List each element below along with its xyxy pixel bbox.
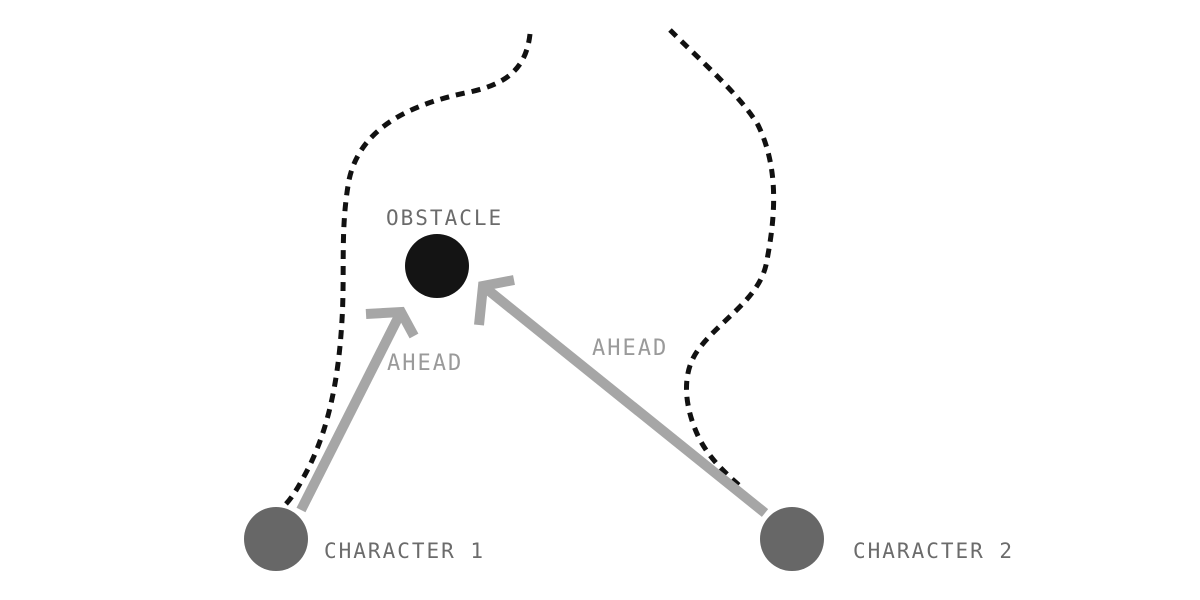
character-1-label: CHARACTER 1 bbox=[324, 539, 485, 563]
character-2-path bbox=[668, 28, 777, 490]
ahead-label-2: AHEAD bbox=[592, 336, 668, 361]
ahead-arrow-2 bbox=[474, 275, 769, 517]
ahead-arrow-1 bbox=[296, 306, 419, 513]
obstacle-label: OBSTACLE bbox=[386, 206, 503, 230]
ahead-label-1: AHEAD bbox=[387, 351, 463, 376]
obstacle-circle bbox=[405, 234, 469, 298]
character-2-label: CHARACTER 2 bbox=[853, 539, 1014, 563]
character-2-circle bbox=[760, 507, 824, 571]
character-1-circle bbox=[244, 507, 308, 571]
